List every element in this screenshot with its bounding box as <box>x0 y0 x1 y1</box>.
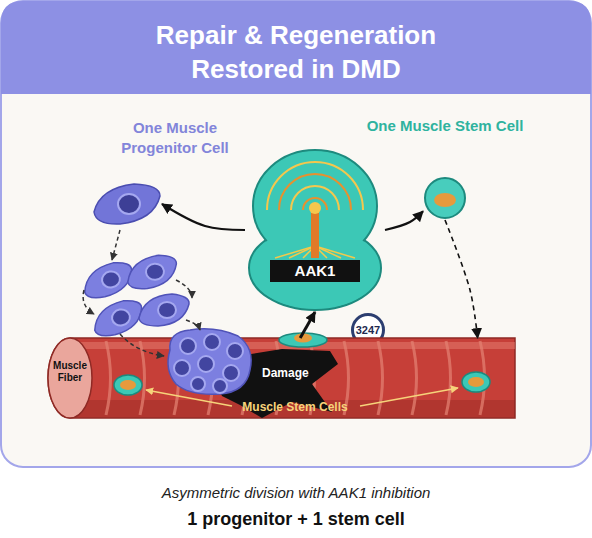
arrow-connector <box>445 220 478 338</box>
progenitor-cell <box>126 254 179 290</box>
shape-group <box>249 150 381 310</box>
dashed-arrow <box>186 320 200 330</box>
fiber-stripe <box>412 341 417 415</box>
progenitor-cluster <box>168 329 251 394</box>
fiber-stem-cell <box>114 375 142 395</box>
arrow-connector <box>162 204 245 230</box>
stem-cell-nucleus <box>468 377 484 387</box>
dashed-arrow <box>120 334 164 356</box>
caption-text: Asymmetric division with AAK1 inhibition <box>0 484 592 501</box>
proliferation-arrows <box>83 230 200 356</box>
cell-nucleus <box>118 194 140 214</box>
node-shape <box>245 148 385 312</box>
progenitor-nucleus <box>191 377 205 391</box>
protein-label: AAK1 <box>270 260 360 282</box>
spindle-fiber <box>315 246 355 258</box>
fiber-stripe <box>106 341 111 415</box>
shape-group <box>48 338 515 418</box>
centrosome <box>309 202 321 214</box>
progenitor-cell <box>91 298 146 338</box>
progenitor-cell: One Muscle Progenitor Cell <box>92 182 162 226</box>
node-shape <box>423 176 467 220</box>
leader-line <box>360 388 458 406</box>
fiber-stem-cell <box>462 372 490 392</box>
title-text: Repair & Regeneration Restored in DMD <box>96 18 496 86</box>
cell-heading: One Muscle Stem Cell <box>365 116 525 136</box>
header-band <box>1 1 591 94</box>
stem-cell: One Muscle Stem Cell <box>423 176 467 220</box>
progenitor-nucleus <box>227 343 243 359</box>
progenitor-nucleus <box>174 360 190 376</box>
dividing-cell: AAK1 <box>245 148 385 312</box>
stem-cell-body <box>114 375 142 395</box>
cell-nucleus <box>434 193 456 207</box>
node-shape <box>92 182 162 226</box>
cell-body <box>94 184 160 224</box>
cell-body <box>255 152 376 261</box>
part-label: Muscle Stem Cells <box>230 400 360 414</box>
dashed-arrow <box>112 230 120 260</box>
progenitor-nucleus <box>180 338 196 354</box>
cluster-nuclei <box>174 334 243 393</box>
progenitor-nucleus <box>213 379 227 393</box>
dashed-arrow <box>176 280 192 298</box>
arrow-connector <box>300 312 315 338</box>
panel-frame <box>1 1 591 467</box>
shape-group <box>425 178 465 218</box>
fiber-label: Muscle Fiber <box>48 360 92 384</box>
leader-line <box>146 390 232 406</box>
fiber-stripe <box>140 341 145 415</box>
spindle-fiber <box>275 246 315 258</box>
fiber-stripe <box>378 341 383 415</box>
fiber-stripe <box>446 341 451 415</box>
cell-heading: One Muscle Progenitor Cell <box>80 118 270 158</box>
fiber-body <box>48 338 515 418</box>
cell-body <box>425 178 465 218</box>
progenitor-cell <box>139 294 189 326</box>
damage-label: Damage <box>262 366 342 380</box>
progenitor-nucleus <box>204 334 220 350</box>
stem-cell-nucleus <box>120 380 136 390</box>
shape-group <box>94 184 160 224</box>
fiber-section <box>48 338 92 418</box>
result-text: 1 progenitor + 1 stem cell <box>0 509 592 530</box>
progenitor-cell <box>81 260 136 300</box>
progenitor-nucleus <box>223 365 239 381</box>
progenitor-nucleus <box>198 356 214 372</box>
arrow-connector <box>385 211 423 230</box>
stem-cell-body <box>462 372 490 392</box>
dashed-arrow <box>83 290 94 314</box>
